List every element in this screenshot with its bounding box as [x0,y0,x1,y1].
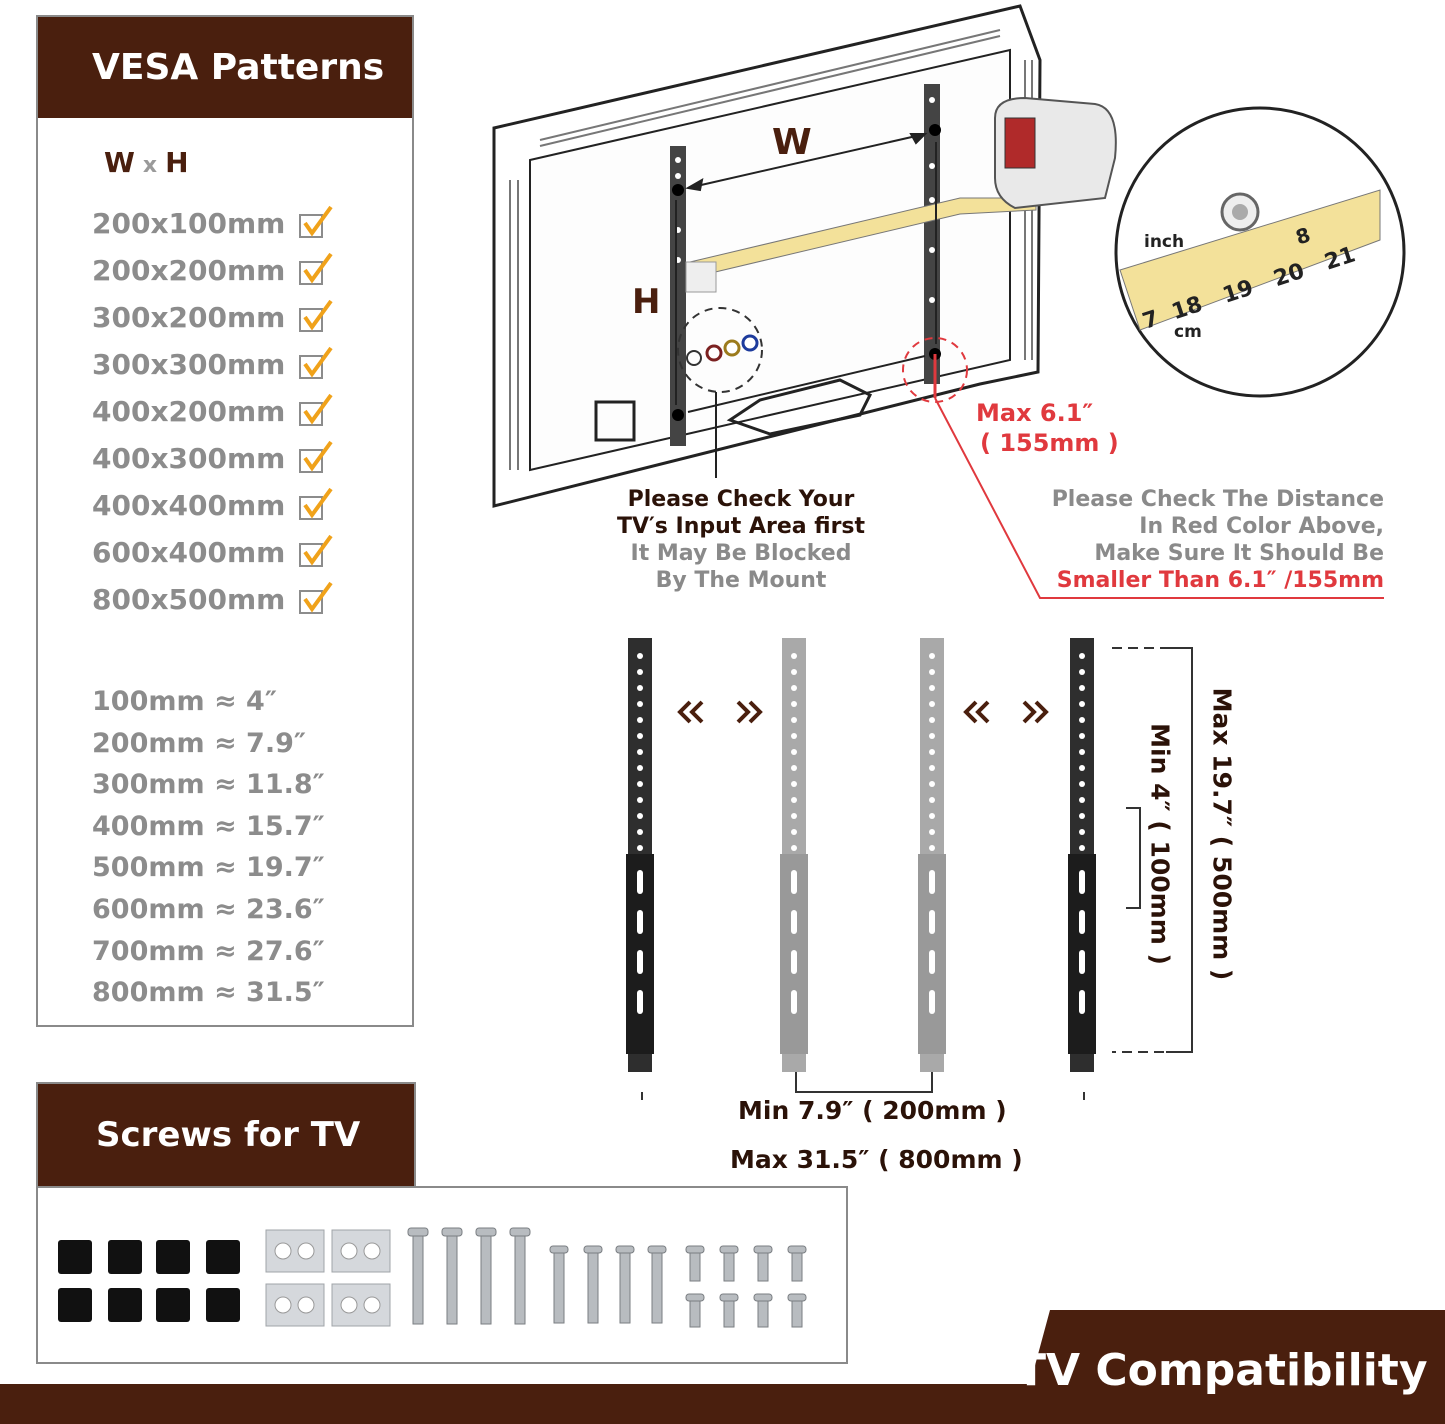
mm-inch-conversion-list: 100mm ≈ 4″ 200mm ≈ 7.9″ 300mm ≈ 11.8″ 400mm… [92,684,325,1017]
min-width-label: Min 7.9″ ( 200mm ) [738,1096,1007,1125]
distance-note-line4: Smaller Than 6.1″ /155mm [1056,568,1384,593]
conversion-item: 100mm ≈ 4″ [92,686,277,717]
max-distance-mm: ( 155mm ) [980,429,1119,457]
checkbox-checked-icon [299,393,333,426]
checkbox-checked-icon [299,299,333,332]
vesa-pattern-label: 200x100mm [92,207,286,240]
vesa-pattern-item: 300x200mm [92,299,333,346]
vesa-pattern-label: 300x200mm [92,301,286,334]
max-width-label: Max 31.5″ ( 800mm ) [730,1145,1023,1174]
inch-label: inch [1144,232,1185,252]
checkbox-checked-icon [299,581,333,614]
conversion-item: 800mm ≈ 31.5″ [92,977,325,1009]
tv-compatibility-title: TV Compatibility [1016,1345,1428,1396]
conversion-item: 400mm ≈ 15.7″ [92,810,325,842]
w-letter: W [104,146,135,179]
distance-note-line2: In Red Color Above, [1139,514,1384,539]
conversion-item: 500mm ≈ 19.7″ [92,852,325,884]
input-note-line4: By The Mount [655,568,827,593]
h-label: H [632,282,661,322]
vesa-patterns-panel [36,15,414,1027]
vesa-pattern-item: 600x400mm [92,534,333,581]
checkbox-checked-icon [299,252,333,285]
h-letter: H [165,146,189,179]
cm-label: cm [1174,322,1202,342]
min-height-label: Min 4″ ( 100mm ) [1145,723,1175,965]
max-distance-label: Max 6.1″ ( 155mm ) [976,398,1119,458]
tv-back-diagram [492,4,1406,599]
screws-title: Screws for TV [96,1115,361,1155]
vesa-patterns-header [38,17,412,118]
checkbox-checked-icon [299,346,333,379]
vesa-pattern-item: 400x400mm [92,487,333,534]
w-label: W [772,122,812,163]
vesa-pattern-item: 400x300mm [92,440,333,487]
input-area-note: Please Check Your TV′s Input Area first … [596,486,886,594]
tape-zoom-circle [1114,106,1406,398]
vesa-pattern-label: 400x400mm [92,489,286,522]
screws-illustration [58,1227,807,1328]
conversion-item: 600mm ≈ 23.6″ [92,893,325,925]
vesa-pattern-label: 400x200mm [92,395,286,428]
vesa-pattern-label: 300x300mm [92,348,286,381]
vesa-patterns-title: VESA Patterns [92,47,385,88]
screws-header [36,1082,416,1188]
vesa-pattern-list: 200x100mm 200x200mm 300x200mm 300x300mm 400x… [92,205,333,628]
vesa-pattern-item: 800x500mm [92,581,333,628]
conversion-item: 300mm ≈ 11.8″ [92,769,325,801]
brackets-diagram [626,638,1193,1100]
checkbox-checked-icon [299,205,333,238]
conversion-item: 200mm ≈ 7.9″ [92,727,306,759]
chevron-arrows-icon [677,700,1049,724]
conversion-item: 700mm ≈ 27.6″ [92,935,325,967]
tv-compatibility-banner [0,1310,1445,1424]
vesa-pattern-label: 600x400mm [92,536,286,569]
vesa-pattern-item: 300x300mm [92,346,333,393]
vesa-pattern-item: 400x200mm [92,393,333,440]
max-height-label: Max 19.7″ ( 500mm ) [1207,687,1237,981]
vesa-pattern-label: 200x200mm [92,254,286,287]
checkbox-checked-icon [299,440,333,473]
input-note-line3: It May Be Blocked [630,541,852,566]
x-letter: x [142,153,158,178]
input-note-line1: Please Check Your [627,487,855,512]
vesa-pattern-item: 200x100mm [92,205,333,252]
tape-measure-icon [994,96,1117,210]
distance-note: Please Check The Distance In Red Color A… [1030,486,1384,594]
vesa-pattern-label: 400x300mm [92,442,286,475]
input-note-line2: TV′s Input Area first [616,514,866,539]
vesa-pattern-item: 200x200mm [92,252,333,299]
max-distance-inch: Max 6.1″ [976,399,1094,427]
checkbox-checked-icon [299,534,333,567]
distance-note-line3: Make Sure It Should Be [1094,541,1384,566]
checkbox-checked-icon [299,487,333,520]
screws-panel [36,1186,848,1364]
distance-note-line1: Please Check The Distance [1051,487,1384,512]
vesa-pattern-label: 800x500mm [92,583,286,616]
